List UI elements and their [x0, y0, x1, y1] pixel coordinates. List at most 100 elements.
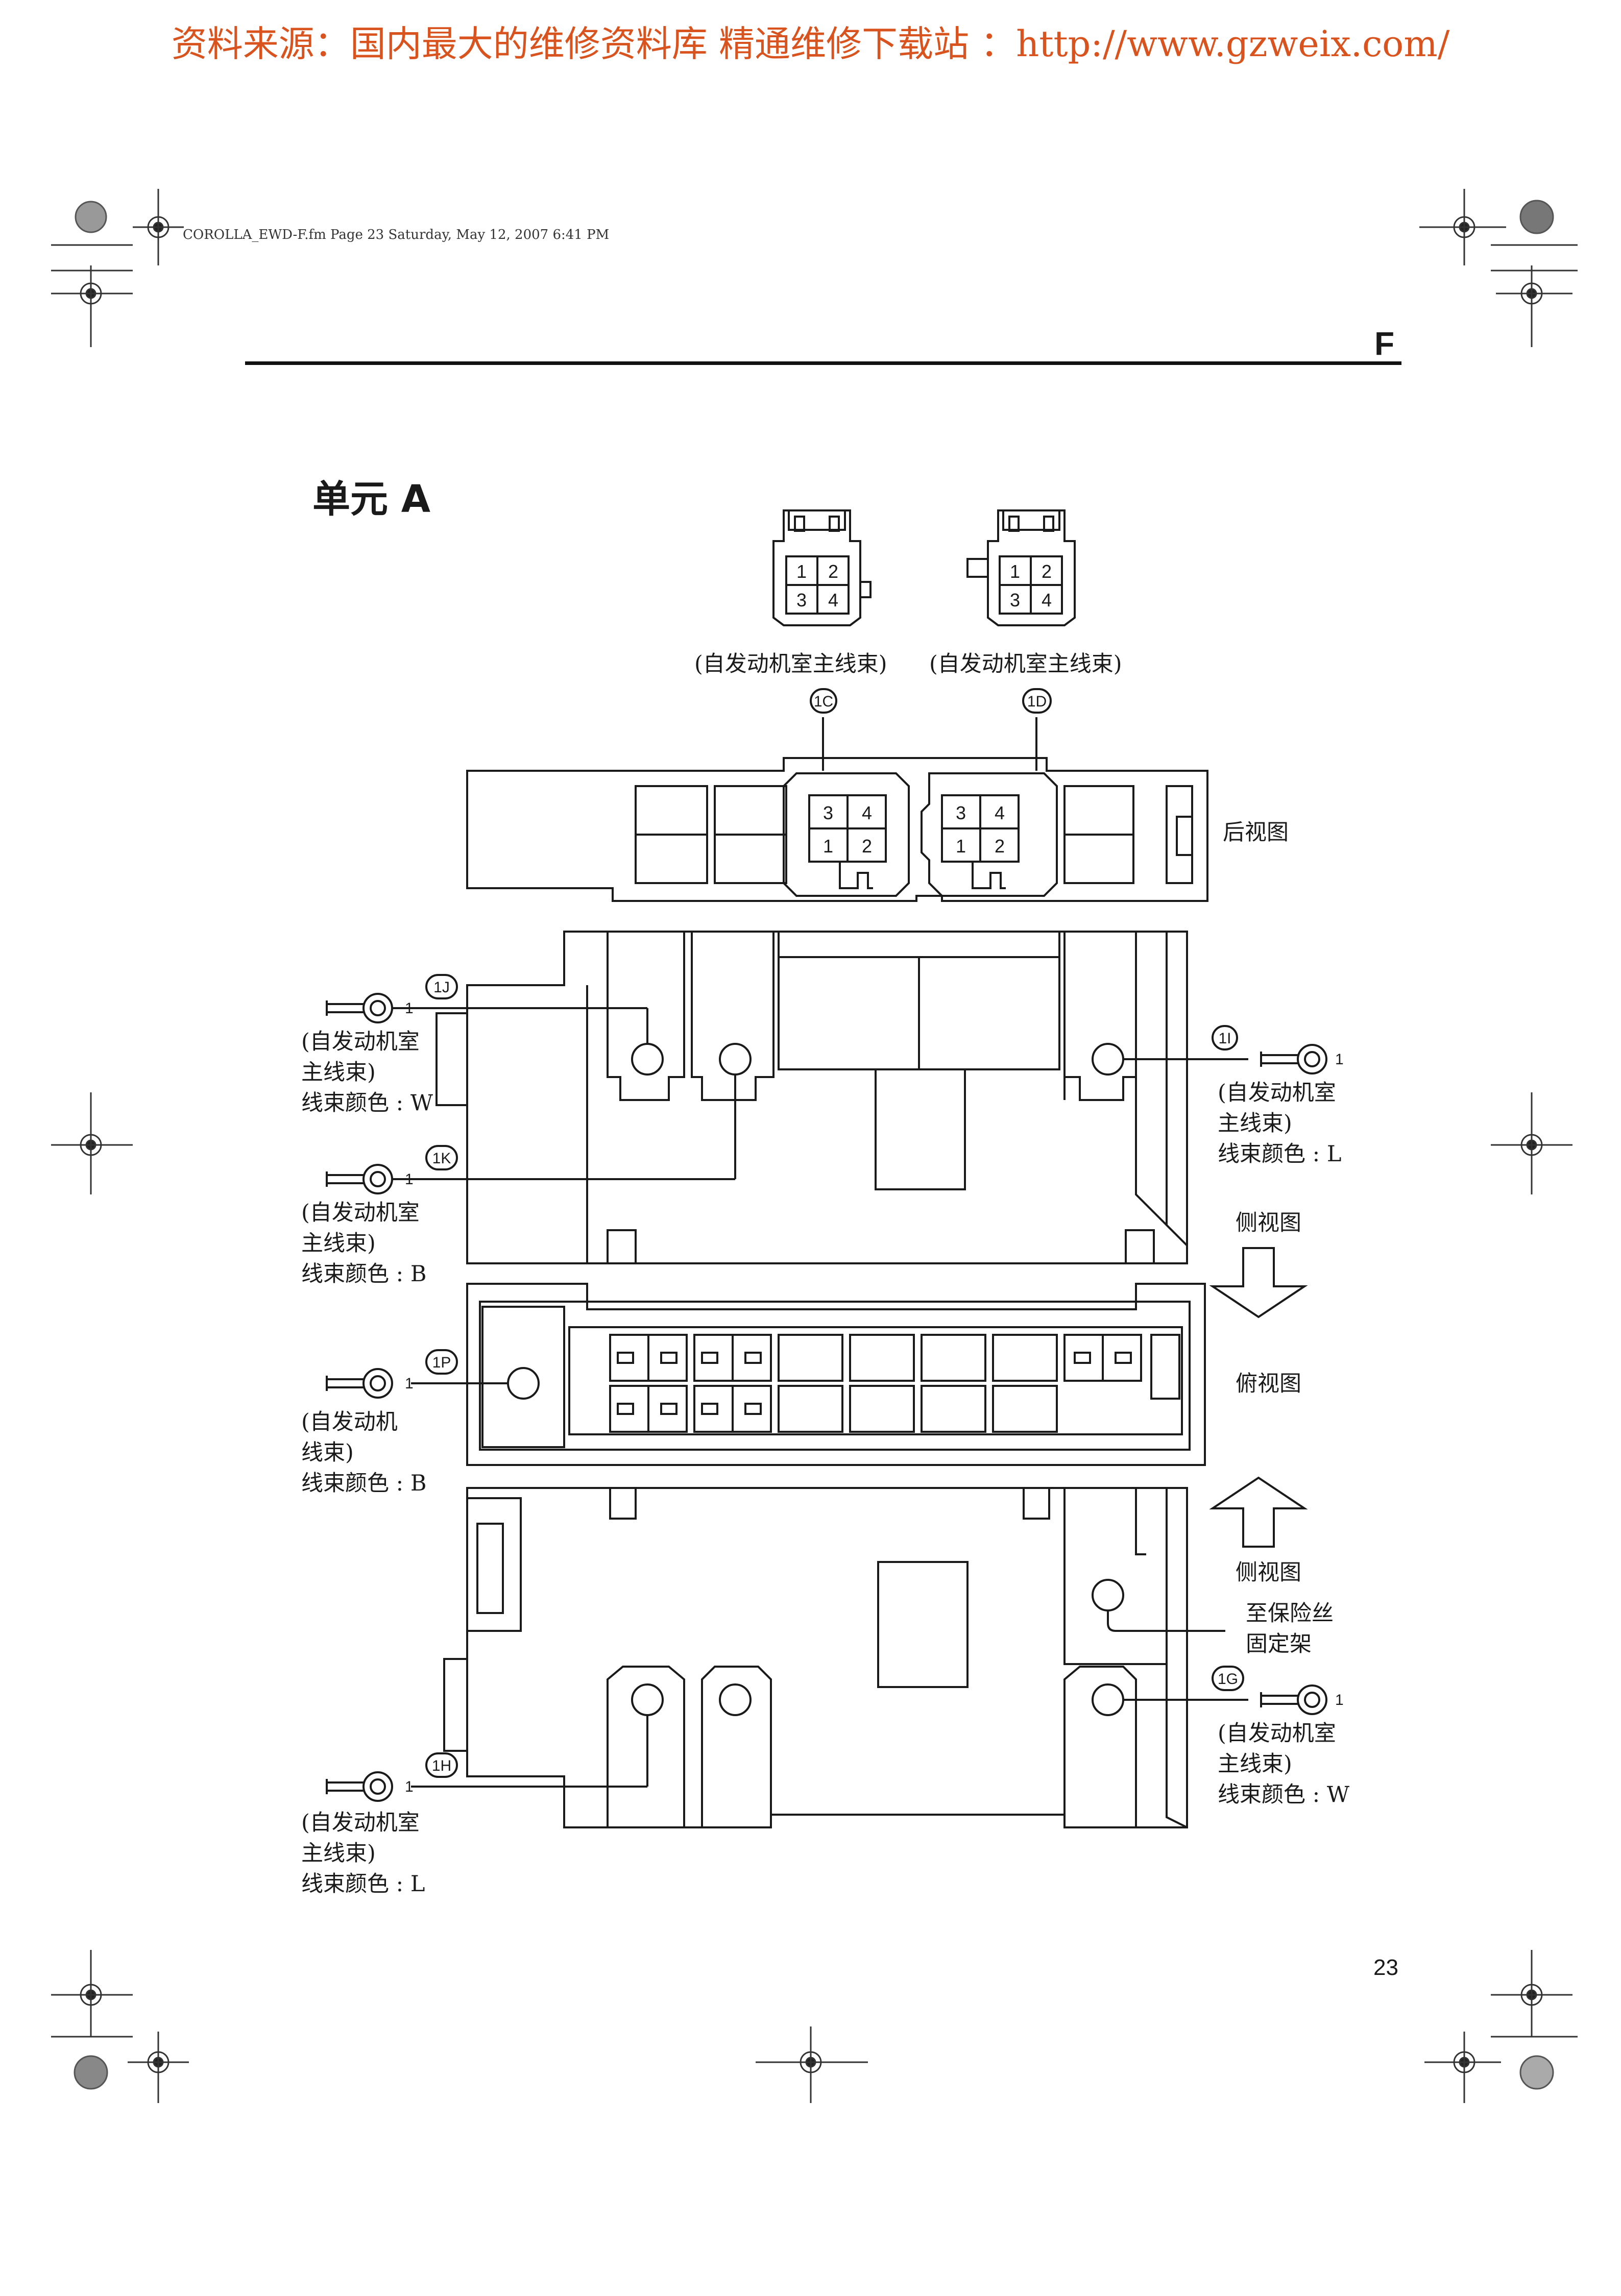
tag-1i-icon [1212, 1025, 1238, 1051]
terminal-1k-source-line1: (自发动机室 [301, 1200, 420, 1226]
side-view-upper-label: 侧视图 [1236, 1210, 1301, 1236]
crosshair-mark-icon [1496, 265, 1572, 347]
terminal-1j-source-line1: (自发动机室 [301, 1029, 420, 1055]
header-rule [245, 361, 1401, 365]
terminal-1p-pin: 1 [405, 1375, 414, 1392]
1d-pin-1: 1 [1010, 561, 1020, 582]
1d-pin-2: 2 [1042, 561, 1052, 582]
connector-1c-detail [772, 509, 872, 626]
ring-terminal-1h-icon [326, 1771, 393, 1802]
terminal-1k-source-line2: 主线束) [301, 1231, 376, 1256]
fuse-grid [609, 1334, 1180, 1433]
ring-terminal-1j-icon [326, 993, 393, 1023]
top-view-block [411, 1283, 1206, 1466]
ring-terminal-1g-icon [1260, 1684, 1327, 1715]
ring-terminal-1i-icon [1260, 1044, 1327, 1074]
crosshair-mark-icon [756, 2026, 868, 2103]
tag-1j-icon [425, 974, 458, 999]
side-view-lower-block [411, 1487, 1248, 1828]
terminal-1p-color: 线束颜色 : B [301, 1471, 427, 1496]
terminal-1i-source-line1: (自发动机室 [1218, 1080, 1336, 1106]
crosshair-mark-icon [51, 201, 133, 272]
1c-pin-2: 2 [828, 561, 838, 582]
print-info: COROLLA_EWD-F.fm Page 23 Saturday, May 1… [183, 227, 610, 242]
tag-1p-label: 1P [432, 1354, 451, 1371]
crosshair-mark-icon [1491, 1950, 1572, 2037]
rear-1d-pin-3: 3 [956, 802, 966, 823]
crosshair-mark-icon [1424, 2032, 1501, 2103]
diagram-title: 单元 A [312, 477, 431, 521]
crosshair-mark-icon [133, 189, 184, 265]
crosshair-mark-icon [51, 265, 133, 347]
terminal-1j-source-line2: 主线束) [301, 1060, 376, 1085]
1d-pin-4: 4 [1042, 590, 1052, 610]
1d-pin-3: 3 [1010, 590, 1020, 610]
terminal-1k-color: 线束颜色 : B [301, 1261, 427, 1287]
crosshair-mark-icon [1491, 200, 1578, 272]
terminal-1p-source-line2: 线束) [301, 1440, 354, 1465]
crosshair-mark-icon [51, 2036, 133, 2090]
crosshair-mark-icon [51, 1092, 133, 1194]
rear-1c-pin-4: 4 [862, 802, 872, 823]
side-view-lower-label: 侧视图 [1236, 1560, 1301, 1585]
crosshair-mark-icon [1491, 1092, 1572, 1194]
page-number: 23 [1373, 1955, 1398, 1980]
terminal-1g-source-line1: (自发动机室 [1218, 1721, 1336, 1746]
rear-1c-pin-2: 2 [862, 836, 872, 857]
arrow-down-icon [1209, 1247, 1308, 1318]
tag-1d-icon [1022, 688, 1052, 714]
registration-marks [51, 189, 1578, 2103]
terminal-1h-source-line2: 主线束) [301, 1841, 376, 1866]
tag-1i-label: 1I [1218, 1030, 1231, 1047]
tag-1d-label: 1D [1027, 693, 1047, 710]
connector-1d-source: (自发动机室主线束) [929, 651, 1122, 677]
rear-1d-pin-2: 2 [995, 836, 1005, 857]
arrow-up-icon [1209, 1476, 1308, 1548]
section-letter: F [1374, 325, 1395, 362]
fuse-holder-note-line2: 固定架 [1246, 1631, 1312, 1657]
rear-view-block [466, 757, 1208, 902]
connector-1c-source: (自发动机室主线束) [694, 651, 887, 677]
crosshair-mark-icon [51, 1950, 133, 2037]
rear-1c-pin-1: 1 [823, 836, 833, 857]
terminal-1k-pin: 1 [405, 1171, 414, 1188]
tag-1g-label: 1G [1218, 1671, 1238, 1688]
rear-1d-pin-1: 1 [956, 836, 966, 857]
terminal-1g-source-line2: 主线束) [1218, 1751, 1292, 1777]
fuse-holder-note-line1: 至保险丝 [1246, 1601, 1334, 1626]
rear-view-label: 后视图 [1223, 820, 1289, 845]
tag-1k-label: 1K [432, 1150, 451, 1167]
top-view-label: 俯视图 [1236, 1371, 1301, 1397]
crosshair-mark-icon [1491, 2036, 1578, 2090]
terminal-1j-pin: 1 [405, 1000, 414, 1017]
rear-1c-pin-3: 3 [823, 802, 833, 823]
tag-1c-label: 1C [814, 693, 833, 710]
ring-terminal-1p-icon [326, 1368, 393, 1399]
1c-pin-3: 3 [796, 590, 807, 610]
crosshair-mark-icon [1419, 189, 1506, 265]
terminal-1h-source-line1: (自发动机室 [301, 1810, 420, 1836]
terminal-1h-color: 线束颜色 : L [301, 1871, 425, 1897]
terminal-1i-source-line2: 主线束) [1218, 1111, 1292, 1136]
terminal-1p-source-line1: (自发动机 [301, 1409, 398, 1435]
tag-1g-icon [1212, 1666, 1244, 1691]
connector-1d-detail [966, 509, 1076, 626]
tag-1h-label: 1H [432, 1757, 451, 1774]
terminal-1i-pin: 1 [1335, 1051, 1344, 1068]
source-banner: 资料来源：国内最大的维修资料库 精通维修下载站 ：http://www.gzwe… [171, 23, 1450, 65]
side-view-upper-block [392, 931, 1248, 1264]
ring-terminal-1k-icon [326, 1164, 393, 1194]
crosshair-mark-icon [128, 2032, 189, 2103]
1c-pin-4: 4 [828, 590, 838, 610]
tag-1c-icon [810, 688, 837, 714]
tag-1p-icon [425, 1349, 458, 1375]
terminal-1h-pin: 1 [405, 1778, 414, 1795]
terminal-1i-color: 线束颜色 : L [1218, 1141, 1342, 1167]
tag-1h-icon [425, 1752, 458, 1778]
terminal-1g-color: 线束颜色 : W [1218, 1782, 1350, 1808]
tag-1j-label: 1J [433, 979, 450, 996]
terminal-1g-pin: 1 [1335, 1692, 1344, 1708]
1c-pin-1: 1 [796, 561, 807, 582]
rear-1d-pin-4: 4 [995, 802, 1005, 823]
